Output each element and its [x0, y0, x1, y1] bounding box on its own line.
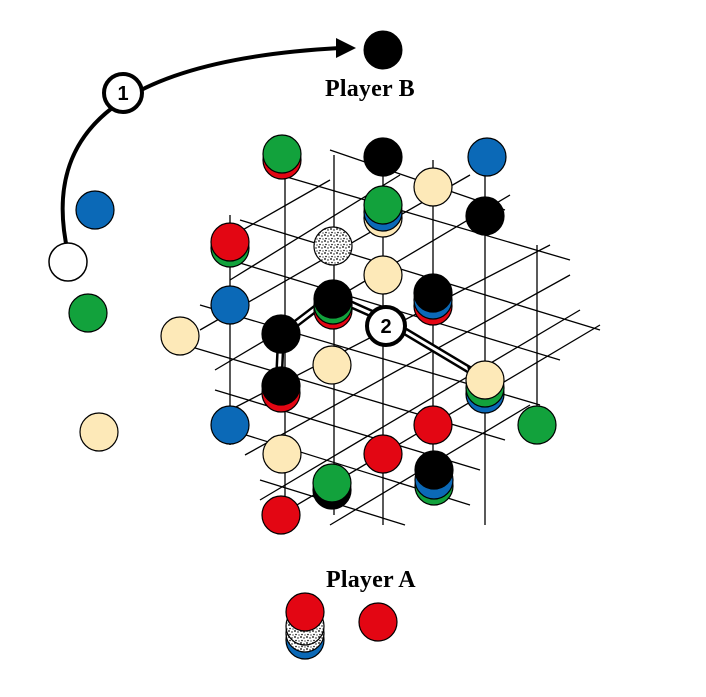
- reserve-stack: [285, 592, 325, 660]
- stack-black-green: [312, 463, 352, 510]
- stack-red-black: [261, 366, 301, 413]
- step-2-text: 2: [380, 316, 391, 338]
- step-2-badge: 2: [365, 305, 407, 347]
- board-pieces: [160, 134, 557, 535]
- player-b-marker: [363, 30, 403, 70]
- piece-blue: [210, 285, 250, 325]
- piece-cream: [413, 167, 453, 207]
- piece-red: [261, 495, 301, 535]
- stack-blue-green-cream: [465, 360, 505, 414]
- piece-red: [413, 405, 453, 445]
- piece-cream: [262, 434, 302, 474]
- piece-blue: [210, 405, 250, 445]
- player-a-reserve: [285, 592, 398, 660]
- piece-green: [517, 405, 557, 445]
- stack-green-red: [210, 222, 250, 268]
- player-b-label: Player B: [325, 76, 415, 102]
- reserve-red-piece: [358, 602, 398, 642]
- piece-cream: [363, 255, 403, 295]
- stack-red-green-black: [313, 279, 353, 330]
- piece-speckled: [313, 226, 353, 266]
- piece-black: [261, 314, 301, 354]
- stack-green-blue-black: [414, 450, 454, 506]
- piece-red: [363, 434, 403, 474]
- piece-cream: [312, 345, 352, 385]
- piece-black: [363, 137, 403, 177]
- off-board-pieces: [48, 190, 119, 452]
- piece-cream: [79, 412, 119, 452]
- stack-red-green: [262, 134, 302, 180]
- piece-black: [465, 196, 505, 236]
- stack-cream-blue-green: [363, 185, 403, 238]
- piece-green: [68, 293, 108, 333]
- piece-blue: [467, 137, 507, 177]
- piece-white: [48, 242, 88, 282]
- piece-cream: [160, 316, 200, 356]
- stack-red-blue-black: [413, 273, 453, 326]
- step-1-text: 1: [117, 83, 128, 105]
- piece-blue: [75, 190, 115, 230]
- player-a-label: Player A: [326, 567, 416, 593]
- step-1-badge: 1: [102, 72, 144, 114]
